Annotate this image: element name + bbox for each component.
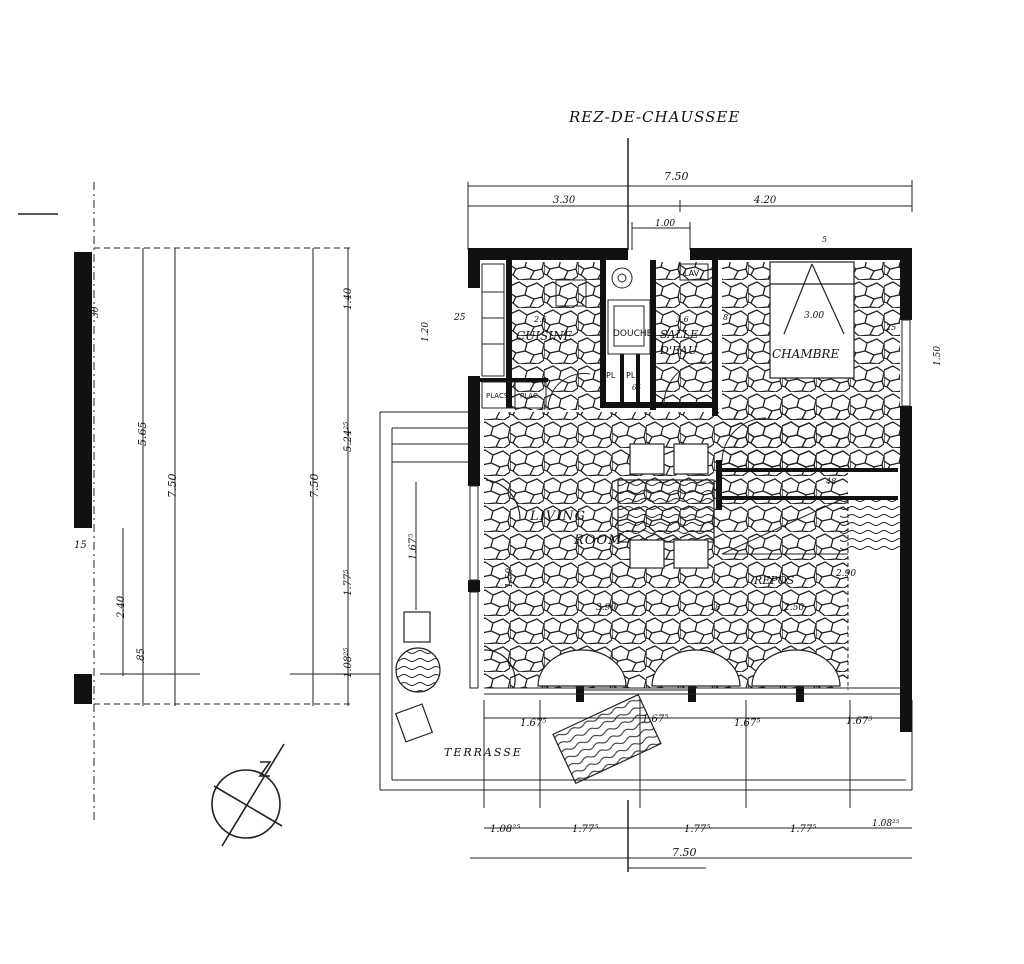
dim-mid-108: 1.08²⁵ <box>343 648 354 678</box>
dim-bottom-t3: 1.67⁵ <box>734 718 760 729</box>
room-label-living: LIVING <box>529 509 586 524</box>
dim-living-150: 1.50 <box>505 568 515 588</box>
dim-living-18: 18 <box>710 603 720 612</box>
dim-chambre-8: 8 <box>723 313 728 322</box>
left-dimension-lines <box>93 182 380 820</box>
plac-label-2: PLAC. <box>520 392 540 400</box>
interior-walls <box>480 260 898 510</box>
dim-bottom-total: 7.50 <box>672 846 697 859</box>
dim-chambre-5: 5 <box>822 235 827 244</box>
dim-mid-524: 5.24²⁵ <box>343 422 354 452</box>
dim-bottom-t4: 1.67⁵ <box>846 716 872 727</box>
dim-bottom-b3: 1.77⁵ <box>684 824 710 835</box>
room-label-terrasse: TERRASSE <box>444 746 523 759</box>
axis-lines <box>18 138 629 872</box>
repos-wood-floor <box>840 500 900 554</box>
dim-mid-140: 1.40 <box>343 287 354 310</box>
dim-inner-150: 1.50 <box>933 346 943 366</box>
dim-left-15: 15 <box>74 540 87 551</box>
dim-bottom-b4: 1.77⁵ <box>790 824 816 835</box>
dim-inner-120: 1.20 <box>421 322 431 342</box>
dim-top-total: 7.50 <box>664 170 689 183</box>
chambre-bed <box>769 261 855 379</box>
dim-bottom-b1: 1.08²⁵ <box>490 824 520 835</box>
salle-deau-floor <box>656 262 712 402</box>
room-label-salle: SALLE <box>660 328 698 341</box>
dim-top-left: 3.30 <box>553 195 576 206</box>
cuisine-fixtures <box>481 263 591 411</box>
dim-bottom-t2: 1.67⁵ <box>642 714 668 725</box>
room-label-repos: REPOS <box>753 574 795 587</box>
dim-top-right: 4.20 <box>753 195 777 206</box>
dim-bottom-b5: 1.08²⁵ <box>872 819 900 829</box>
windows <box>469 319 911 695</box>
left-wall-section-lower <box>74 674 92 704</box>
dim-mid-750: 7.50 <box>308 474 321 499</box>
dim-bottom-t1: 1.67⁵ <box>520 718 546 729</box>
dim-terrace-167: 1.67⁵ <box>408 534 419 560</box>
fixture-label-pl1: PL <box>606 371 616 380</box>
dim-chambre-300: 3.00 <box>804 311 824 321</box>
dim-left-750: 7.50 <box>166 474 179 499</box>
bay-door-swings <box>483 479 841 689</box>
room-label-room: ROOM <box>573 533 622 548</box>
dim-chambre-25: 25 <box>885 323 896 332</box>
plac-label-1: PLACS <box>486 392 509 400</box>
dim-left-565: 5.65 <box>136 422 149 447</box>
north-arrow-icon <box>211 743 285 847</box>
dim-inner-25: 25 <box>453 313 466 323</box>
bath-fixtures <box>607 263 709 405</box>
repos-area <box>721 499 849 690</box>
exterior-walls <box>468 248 912 732</box>
dining-set <box>617 443 715 569</box>
dim-living-390: 3.90 <box>596 603 616 613</box>
dim-repos-48: 48 <box>825 477 836 486</box>
dim-cuisine-26: 2.6 <box>533 315 547 324</box>
fixture-label-lav: LAV <box>684 269 700 278</box>
room-label-deau: D'EAU <box>659 344 698 357</box>
fixture-label-pl2: PL <box>626 371 636 380</box>
dim-living-250: 2.50 <box>783 603 804 613</box>
dim-left-85: .85 <box>136 648 147 664</box>
dim-repos-290: 2.90 <box>835 569 856 579</box>
chambre-door-swing <box>721 417 767 463</box>
left-wall-section-upper <box>74 252 92 528</box>
dim-top-small: 1.00 <box>655 219 675 229</box>
dim-left-30: 30 <box>91 306 101 318</box>
dim-bath-36: 3.6 <box>676 315 689 324</box>
dim-left-240: 2.40 <box>116 595 127 619</box>
room-label-chambre: CHAMBRE <box>772 347 839 361</box>
dim-mid-177: 1.77⁵ <box>343 570 354 596</box>
room-label-cuisine: CUISINE <box>516 329 572 343</box>
terrace-furniture <box>394 611 662 785</box>
dim-bottom-b2: 1.77⁵ <box>572 824 598 835</box>
room-label-douche: DOUCHE <box>613 329 653 339</box>
dim-bath-65: 65 <box>632 384 641 392</box>
plan-title: REZ-DE-CHAUSSEE <box>568 108 740 126</box>
top-dimension-lines <box>467 180 913 250</box>
bottom-dimension-lines <box>470 700 912 869</box>
